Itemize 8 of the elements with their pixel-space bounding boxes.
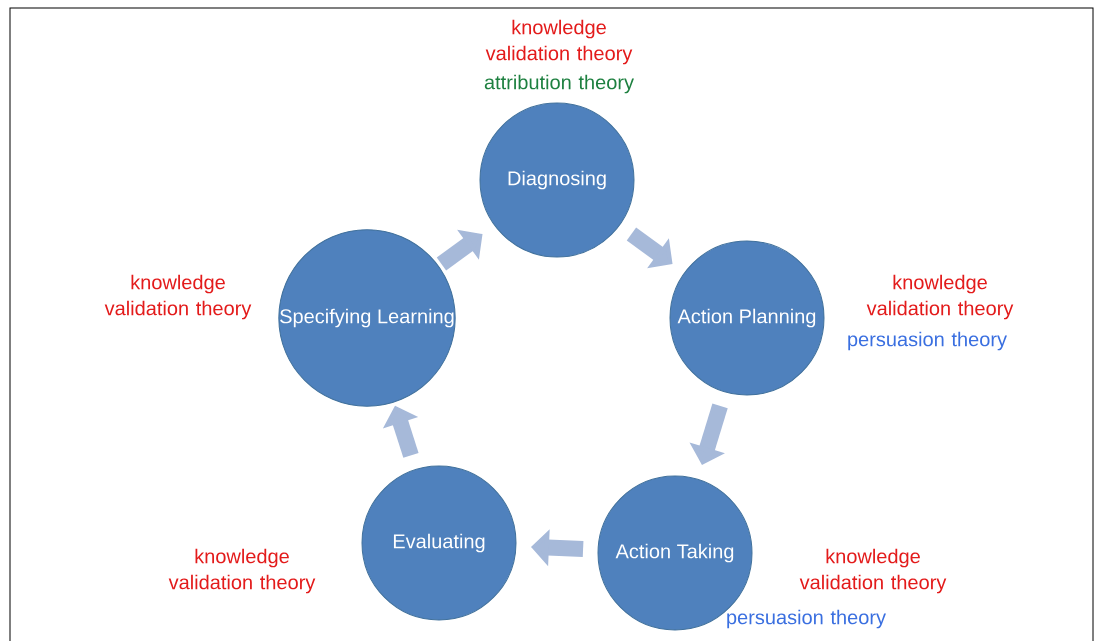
arrow — [436, 229, 483, 271]
theory-label: knowledge validation theory — [799, 548, 947, 594]
theory-label: persuasion theory — [848, 331, 1007, 351]
theory-label: knowledge validation theory — [866, 274, 1014, 320]
theory-label: knowledge validation theory — [168, 548, 316, 594]
theory-label: attribution theory — [484, 74, 634, 94]
theory-label: knowledge validation theory — [485, 19, 633, 65]
theory-label: knowledge validation theory — [104, 274, 252, 320]
